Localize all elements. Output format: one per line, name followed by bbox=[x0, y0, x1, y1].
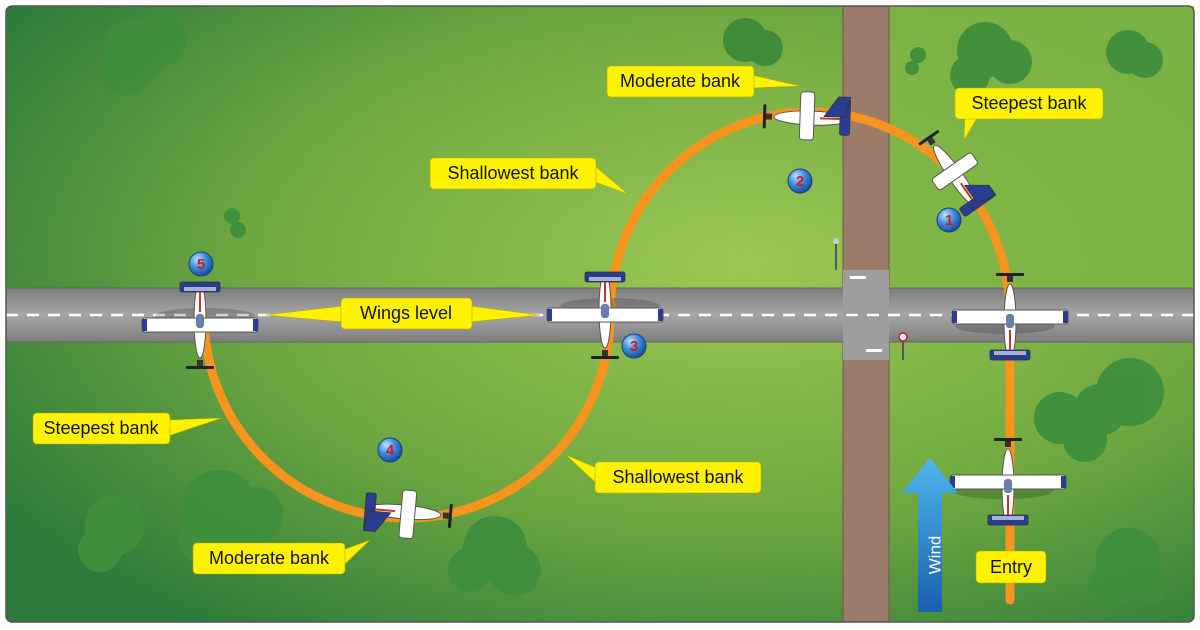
marker-2: 2 bbox=[787, 168, 813, 194]
marker-3: 3 bbox=[621, 333, 647, 359]
svg-text:1: 1 bbox=[945, 212, 953, 229]
callout-moderate-bank-top: Moderate bank bbox=[606, 65, 801, 98]
marker-1: 1 bbox=[936, 207, 962, 233]
airplane-position-3 bbox=[546, 271, 664, 360]
svg-text:Wings level: Wings level bbox=[360, 303, 452, 323]
callout-steepest-bank-left: Steepest bank bbox=[32, 412, 223, 445]
callout-moderate-bank-bottom: Moderate bank bbox=[192, 539, 371, 575]
callout-wings-level: Wings level bbox=[264, 297, 541, 330]
svg-text:Moderate bank: Moderate bank bbox=[209, 548, 330, 568]
svg-text:4: 4 bbox=[386, 442, 395, 459]
callout-shallowest-bank-bottom: Shallowest bank bbox=[565, 454, 762, 494]
svg-text:Entry: Entry bbox=[990, 557, 1032, 577]
lamp-post bbox=[833, 238, 839, 270]
wind-label: Wind bbox=[925, 536, 944, 575]
callout-shallowest-bank-top: Shallowest bank bbox=[429, 157, 629, 195]
airplane-wings-level-right bbox=[951, 272, 1069, 361]
airplane-entry bbox=[949, 437, 1067, 526]
frame bbox=[5, 5, 1195, 623]
callout-entry: Entry bbox=[975, 550, 1047, 584]
sign-post bbox=[898, 332, 908, 360]
svg-text:2: 2 bbox=[796, 173, 804, 190]
wind-arrow: Wind bbox=[902, 458, 958, 612]
svg-text:Moderate bank: Moderate bank bbox=[620, 71, 741, 91]
marker-4: 4 bbox=[377, 437, 403, 463]
airplane-position-5 bbox=[141, 281, 259, 370]
svg-text:Shallowest bank: Shallowest bank bbox=[447, 163, 579, 183]
svg-text:Shallowest bank: Shallowest bank bbox=[612, 467, 744, 487]
marker-5: 5 bbox=[188, 251, 214, 277]
svg-text:Steepest bank: Steepest bank bbox=[43, 418, 159, 438]
svg-text:Steepest bank: Steepest bank bbox=[971, 93, 1087, 113]
svg-text:5: 5 bbox=[197, 256, 205, 273]
callout-steepest-bank-right: Steepest bank bbox=[954, 87, 1104, 141]
svg-text:3: 3 bbox=[630, 338, 638, 355]
trees bbox=[78, 14, 1168, 610]
